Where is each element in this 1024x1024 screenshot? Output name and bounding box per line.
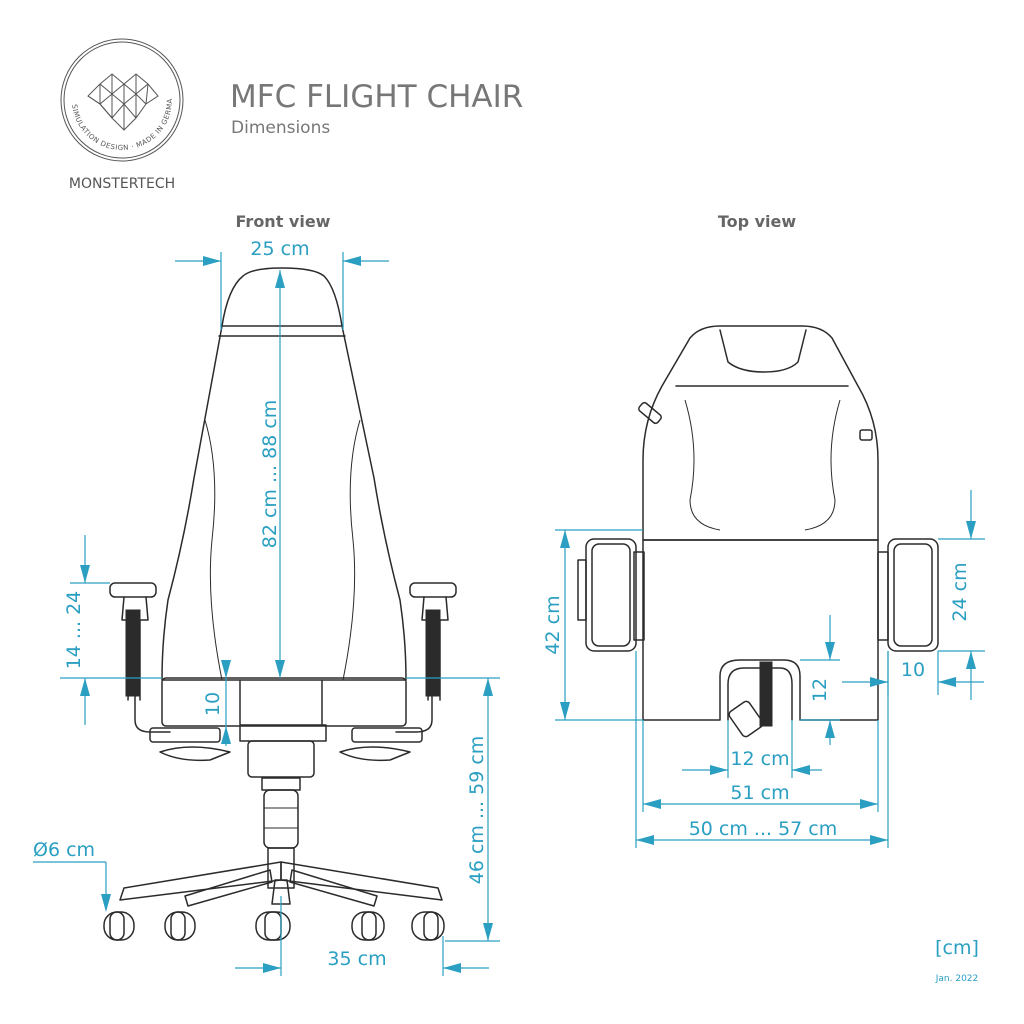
seat-width-label: 51 cm xyxy=(730,782,789,804)
wheel-diameter-label: Ø6 cm xyxy=(33,839,95,861)
front-dimensions: 25 cm 82 cm ... 88 cm 14 ... 24 10 46 cm… xyxy=(33,238,500,976)
front-view-label: Front view xyxy=(236,212,331,231)
front-view-chair xyxy=(103,267,457,941)
brand-name: MONSTERTECH xyxy=(69,176,175,192)
backrest-height-label: 82 cm ... 88 cm xyxy=(259,400,281,549)
caster-wheel-icon xyxy=(103,911,135,941)
page-title: MFC FLIGHT CHAIR xyxy=(230,79,523,115)
base-offset-label: 35 cm xyxy=(327,948,386,970)
caster-wheel-icon xyxy=(255,911,291,941)
armrest-width-label: 10 xyxy=(901,659,925,681)
triangle-mesh-icon xyxy=(87,73,159,131)
seal-text: SIMULATION DESIGN · MADE IN GERMANY xyxy=(0,0,174,152)
cutout-width-label: 12 cm xyxy=(730,748,789,770)
top-view-label: Top view xyxy=(718,212,797,231)
headrest-width-label: 25 cm xyxy=(250,238,309,260)
date-label: Jan. 2022 xyxy=(935,974,979,984)
armrest-span-label: 50 cm ... 57 cm xyxy=(689,818,838,840)
caster-wheel-icon xyxy=(164,911,196,941)
seat-depth-label: 42 cm xyxy=(542,595,564,654)
unit-label: [cm] xyxy=(935,937,979,959)
seat-cushion-label: 10 xyxy=(202,692,224,716)
caster-wheel-icon xyxy=(351,911,385,941)
joystick-icon xyxy=(728,700,764,738)
top-view-chair xyxy=(577,325,939,738)
caster-wheel-icon xyxy=(411,911,445,941)
cutout-depth-label: 12 xyxy=(809,678,831,702)
page-subtitle: Dimensions xyxy=(231,118,330,138)
armrest-length-label: 24 cm xyxy=(949,562,971,621)
top-dimensions: 42 cm 24 cm 10 12 12 cm xyxy=(542,490,985,848)
seat-height-label: 46 cm ... 59 cm xyxy=(466,736,488,885)
monstertech-logo: SIMULATION DESIGN · MADE IN GERMANY MONS… xyxy=(0,0,184,192)
armrest-height-label: 14 ... 24 xyxy=(63,591,85,670)
